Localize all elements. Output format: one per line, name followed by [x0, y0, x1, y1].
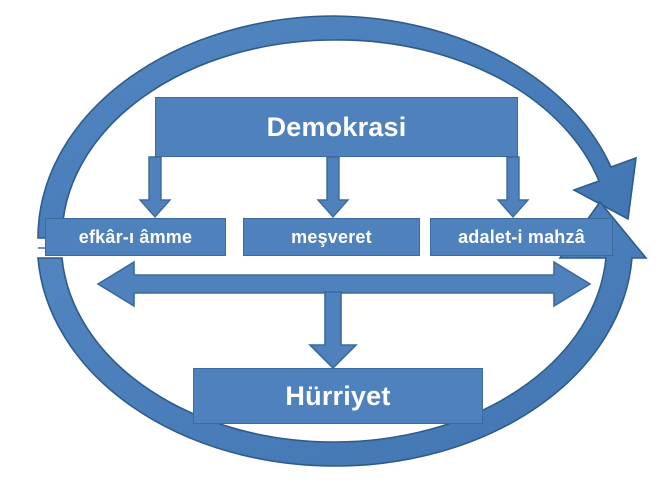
node-adalet-i-mahza: adalet-i mahzâ	[430, 218, 613, 256]
node-adalet-i-mahza-label: adalet-i mahzâ	[458, 227, 585, 247]
node-hurriyet-label: Hürriyet	[285, 380, 391, 411]
connector-pillars-bidirectional	[96, 260, 592, 308]
node-mesveret: meşveret	[243, 218, 420, 256]
connector-pillars-to-hurriyet	[308, 291, 358, 370]
node-efkar-i-amme: efkâr-ı âmme	[45, 218, 226, 256]
node-efkar-i-amme-label: efkâr-ı âmme	[78, 227, 193, 247]
node-mesveret-label: meşveret	[291, 227, 372, 247]
node-hurriyet: Hürriyet	[193, 368, 483, 424]
connector-demokrasi-to-efkar	[138, 156, 172, 219]
node-demokrasi: Demokrasi	[155, 97, 518, 157]
connector-demokrasi-to-mesveret	[316, 156, 350, 219]
connector-demokrasi-to-adalet	[496, 156, 530, 219]
cycle-ring-upper-arc	[37, 15, 637, 239]
node-demokrasi-label: Demokrasi	[266, 111, 407, 142]
